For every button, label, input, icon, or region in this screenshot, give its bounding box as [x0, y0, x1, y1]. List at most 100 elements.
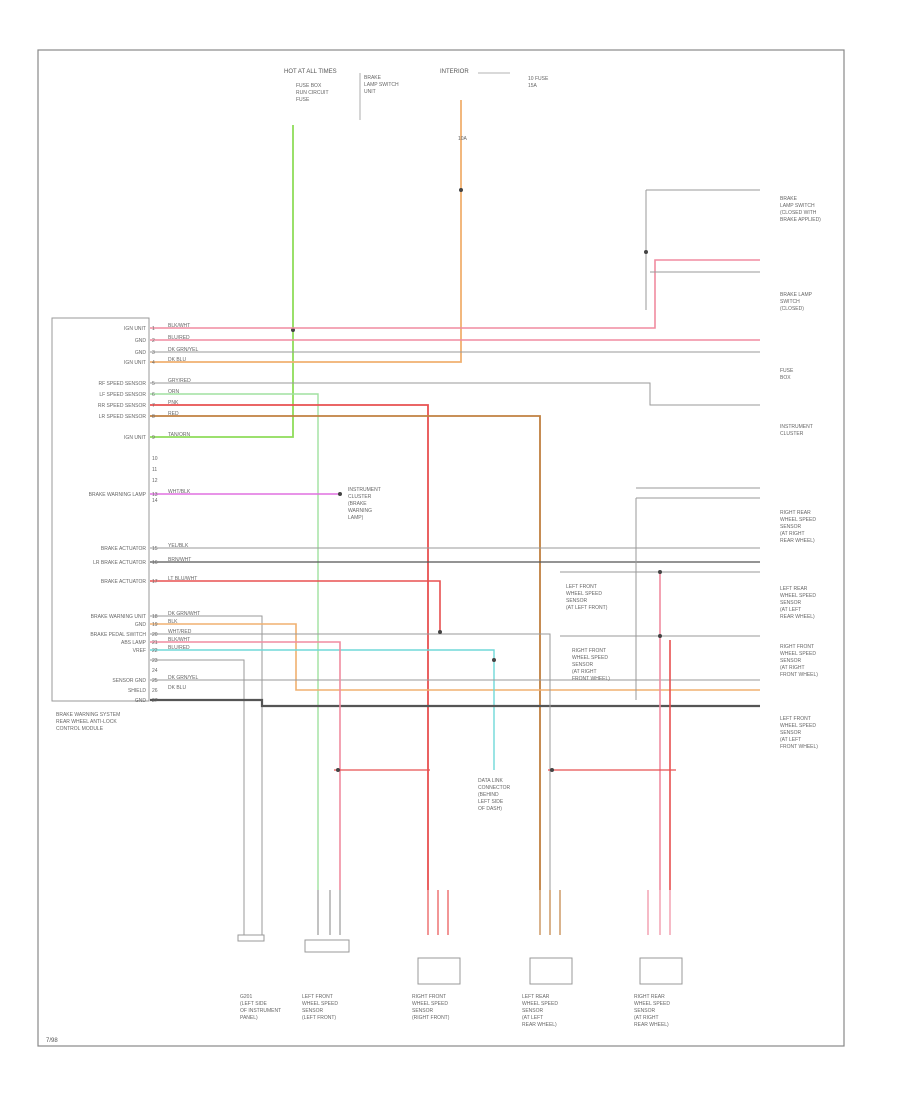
splice-dot	[658, 570, 662, 574]
pin-number: 27	[152, 698, 158, 704]
wire-color-label: PNK	[168, 400, 179, 406]
pin-label: IGN UNIT	[124, 435, 146, 441]
pin-label: IGN UNIT	[124, 360, 146, 366]
wire-color-label: TAN/ORN	[168, 432, 191, 438]
pin-label: GND	[135, 622, 147, 628]
pin-number: 18	[152, 614, 158, 620]
wire-color-label: WHT/BLK	[168, 489, 191, 495]
pin-label: BRAKE ACTUATOR	[101, 546, 146, 552]
wire-gnd-orange	[150, 623, 760, 691]
wire-rf-sensor	[150, 382, 760, 406]
wire-color-label: BLU/RED	[168, 645, 190, 651]
pin-number: 7	[152, 403, 155, 409]
pin-label: RR SPEED SENSOR	[98, 403, 146, 409]
splice-dot	[658, 634, 662, 638]
splice-dot	[550, 768, 554, 772]
pin-label: GND	[135, 350, 147, 356]
pin-label: BRAKE ACTUATOR	[101, 579, 146, 585]
pin-label: BRAKE WARNING UNIT	[91, 614, 146, 620]
diagram-frame	[37, 49, 845, 1047]
pin-number: 22	[152, 648, 158, 654]
wire-pedal-switch	[150, 641, 341, 890]
wire-color-label: BLK/WHT	[168, 637, 190, 643]
wire-color-label: DK GRN/WHT	[168, 611, 200, 617]
pin-number: 14	[152, 498, 158, 504]
splice-dot	[492, 658, 496, 662]
wire-sensor-gnd	[150, 659, 245, 935]
pin-number: 2	[152, 338, 155, 344]
pin-label: LR BRAKE ACTUATOR	[93, 560, 146, 566]
pin-number: 5	[152, 381, 155, 387]
pin-number: 19	[152, 622, 158, 628]
top-left-label: HOT AT ALL TIMES	[284, 69, 337, 75]
rf-sensor-connector	[417, 957, 461, 985]
pin-label: LF SPEED SENSOR	[99, 392, 146, 398]
wire-color-label: BLK/WHT	[168, 323, 190, 329]
splice-dot	[438, 630, 442, 634]
wire-lr-sensor	[150, 415, 541, 890]
top-right-label: INTERIOR	[440, 69, 469, 75]
pin-number: 11	[152, 467, 157, 473]
wire-color-label: DK GRN/YEL	[168, 675, 199, 681]
footer-code: 7/98	[46, 1038, 58, 1044]
splice-dot	[336, 768, 340, 772]
wire-color-label: BRN/WHT	[168, 557, 191, 563]
wire-actuator-red	[150, 580, 441, 632]
pin-label: GND	[135, 338, 147, 344]
wire-color-label: DK BLU	[168, 685, 186, 691]
splice-dot	[459, 188, 463, 192]
pin-number: 10	[152, 456, 158, 462]
lr-sensor-connector	[529, 957, 573, 985]
pin-number: 25	[152, 678, 158, 684]
pin-label: SENSOR GND	[112, 678, 146, 684]
splice-dot	[644, 250, 648, 254]
wire-main-gnd	[150, 698, 760, 708]
pin-label: RF SPEED SENSOR	[98, 381, 146, 387]
pin-label: BRAKE PEDAL SWITCH	[90, 632, 146, 638]
pin-label: SHIELD	[128, 688, 146, 694]
pin-number: 13	[152, 492, 158, 498]
pin-number: 6	[152, 392, 155, 398]
pin-number: 15	[152, 546, 158, 552]
wire-color-label: BLU/RED	[168, 335, 190, 341]
wire-ign-feed-green	[150, 125, 294, 438]
pin-number: 1	[152, 326, 155, 332]
wire-color-label: BLK	[168, 619, 178, 625]
pin-number: 4	[152, 360, 155, 366]
wire-color-label: DK BLU	[168, 357, 186, 363]
wire-vref	[150, 633, 551, 890]
pin-label: BRAKE WARNING LAMP	[89, 492, 147, 498]
pin-label: ABS LAMP	[121, 640, 147, 646]
wire-color-label: ORN	[168, 389, 180, 395]
splice-dot	[338, 492, 342, 496]
ground-connector	[237, 934, 265, 942]
pin-number: 16	[152, 560, 158, 566]
wire-brake-switch	[150, 259, 760, 329]
wire-abs-lamp	[150, 649, 495, 770]
pin-label: GND	[135, 698, 147, 704]
pin-number: 21	[152, 640, 158, 646]
control-module-box	[51, 317, 150, 702]
lf-sensor-connector	[304, 939, 350, 953]
pin-number: 26	[152, 688, 158, 694]
pin-number: 23	[152, 658, 158, 664]
